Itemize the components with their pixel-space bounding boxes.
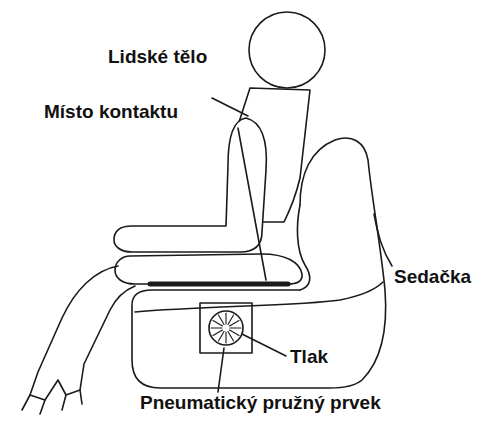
leader-line <box>242 334 286 356</box>
pneumatic-element-circle <box>209 311 243 345</box>
leader-line <box>374 214 392 266</box>
pressure-ray <box>230 330 240 336</box>
pressure-ray <box>211 327 222 328</box>
part-label: Pneumatický pružný prvek <box>140 392 381 414</box>
seat-cushion-line <box>135 282 383 312</box>
pressure-ray <box>219 315 225 325</box>
pressure-ray <box>225 332 226 343</box>
pressure-ray <box>228 315 234 325</box>
pressure-ray <box>230 327 241 328</box>
pressure-ray <box>228 332 234 342</box>
part-label: Lidské tělo <box>108 46 207 68</box>
arm <box>114 118 266 252</box>
lower-legs <box>30 266 135 400</box>
thigh <box>115 254 302 284</box>
head <box>249 12 325 88</box>
pressure-ray <box>225 313 226 324</box>
pressure-ray <box>230 321 240 327</box>
part-label: Sedačka <box>394 266 471 288</box>
leader-line <box>212 98 248 116</box>
leader-line <box>218 348 224 392</box>
pressure-rays <box>211 313 241 343</box>
pneumatic-element-box <box>200 303 252 353</box>
pressure-ray <box>219 332 225 342</box>
leader-line <box>238 128 266 280</box>
pressure-ray <box>213 321 223 327</box>
part-label: Místo kontaktu <box>44 101 178 123</box>
part-label: Tlak <box>290 346 328 368</box>
contact-line <box>150 282 288 287</box>
feet <box>22 390 82 414</box>
pressure-ray <box>213 330 223 336</box>
